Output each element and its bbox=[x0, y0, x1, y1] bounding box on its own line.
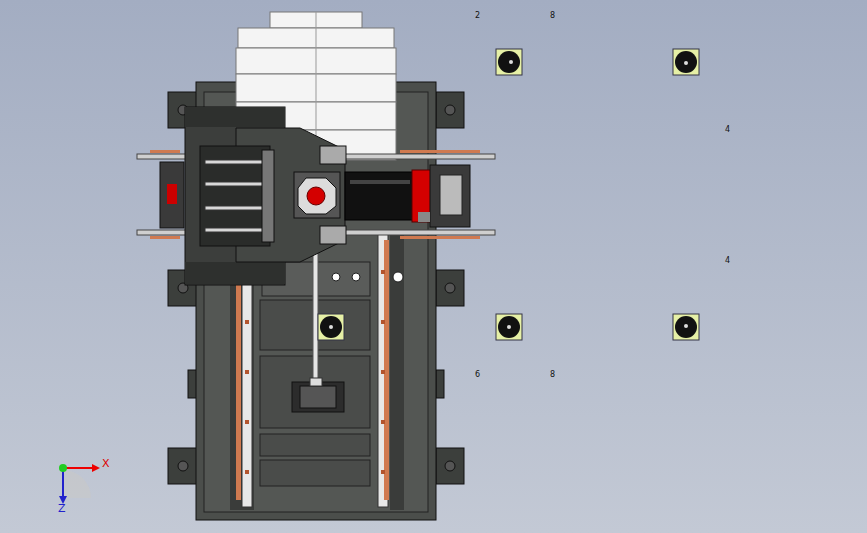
axis-label: Z bbox=[58, 503, 66, 514]
callout-number: 4 bbox=[725, 257, 730, 265]
callout-number: 8 bbox=[550, 371, 555, 379]
callout-number: 6 bbox=[475, 371, 480, 379]
callout-number: 4 bbox=[725, 126, 730, 134]
axis-label: X bbox=[102, 458, 110, 469]
callout-number: 8 bbox=[550, 12, 555, 20]
callout-number: 2 bbox=[475, 12, 480, 20]
